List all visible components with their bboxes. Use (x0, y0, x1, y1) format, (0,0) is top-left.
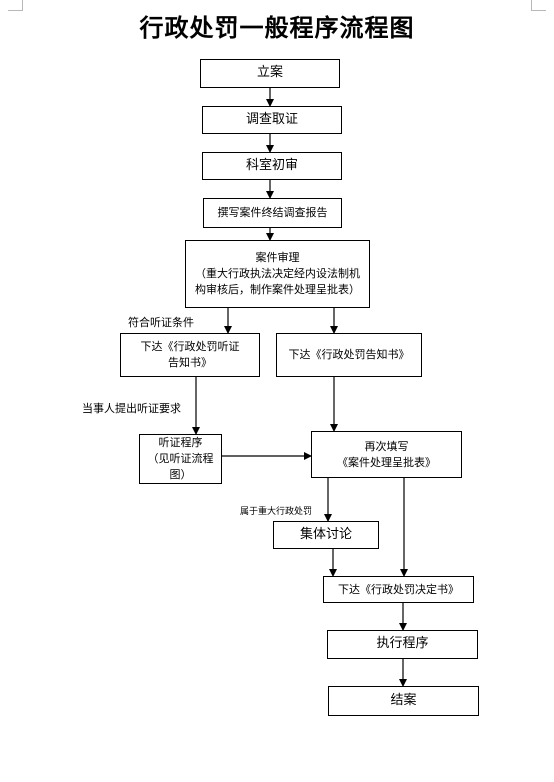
step-closing: 结案 (328, 686, 479, 716)
page-corner-marker-right (531, 0, 546, 11)
refill-line-2: 《案件处理呈批表》 (337, 455, 436, 469)
step-filing: 立案 (200, 59, 340, 88)
step-execution: 执行程序 (327, 630, 478, 659)
step-refill-approval-form: 再次填写 《案件处理呈批表》 (311, 431, 462, 478)
case-review-note-line-2: 构审核后，制作案件处理呈批表） (195, 282, 360, 296)
label-major-penalty: 属于重大行政处罚 (240, 507, 313, 517)
step-hearing-notice: 下达《行政处罚听证 告知书》 (120, 333, 260, 377)
label-hearing-condition: 符合听证条件 (128, 316, 194, 329)
step-penalty-decision: 下达《行政处罚决定书》 (323, 576, 474, 603)
page-title: 行政处罚一般程序流程图 (139, 13, 415, 42)
case-review-title: 案件审理 (255, 251, 300, 265)
step-hearing-procedure: 听证程序 （见听证流程图） (139, 434, 222, 484)
label-party-request: 当事人提出听证要求 (82, 402, 181, 415)
page-corner-marker-left (8, 0, 23, 11)
case-review-note-line-1: （重大行政执法决定经内设法制机 (195, 267, 360, 281)
step-investigation-report: 撰写案件终结调查报告 (203, 198, 342, 228)
step-penalty-notice: 下达《行政处罚告知书》 (276, 333, 422, 377)
step-collective-discussion: 集体讨论 (273, 521, 379, 549)
step-case-review: 案件审理 （重大行政执法决定经内设法制机 构审核后，制作案件处理呈批表） (185, 240, 370, 308)
step-initial-review: 科室初审 (202, 152, 342, 180)
refill-line-1: 再次填写 (364, 439, 409, 453)
hearing-procedure-line-2: （见听证流程图） (147, 452, 214, 481)
hearing-notice-line-1: 下达《行政处罚听证 (140, 340, 240, 354)
hearing-notice-line-2: 告知书》 (168, 356, 212, 369)
hearing-procedure-line-1: 听证程序 (158, 436, 203, 450)
step-investigation: 调查取证 (202, 106, 342, 134)
